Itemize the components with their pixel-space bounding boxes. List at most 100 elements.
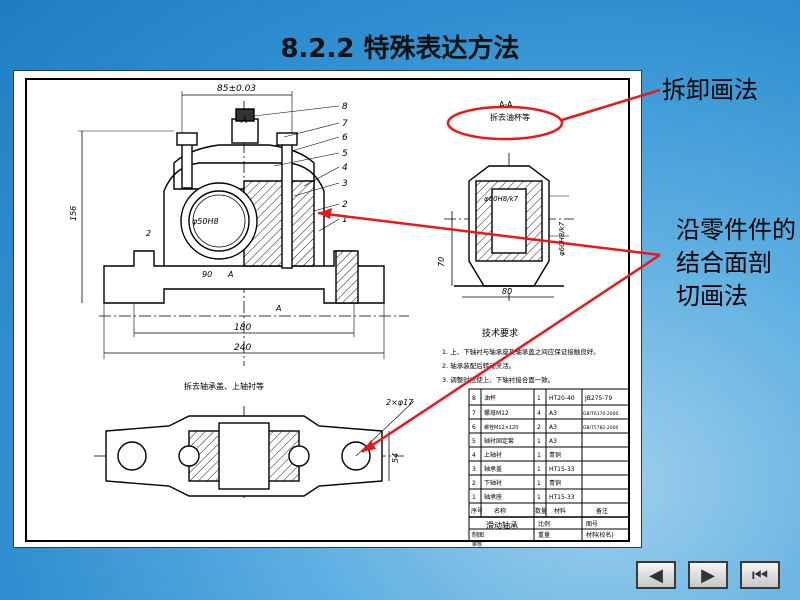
slide-title: 8.2.2 特殊表达方法 [280,34,520,64]
svg-text:螺母M12: 螺母M12 [484,409,509,417]
fit-label-1: φ60H8/k7 [484,195,519,203]
svg-text:图号: 图号 [586,521,598,528]
tech-req-title: 技术要求 [482,327,518,339]
front-view [78,91,409,366]
svg-text:材料: 材料 [586,531,598,539]
balloon-8: 1 [342,215,348,225]
svg-text:6: 6 [472,424,476,431]
label-section-line-2: 结合面剖 [676,249,772,277]
svg-text:A3: A3 [549,438,557,445]
drawing-frame [25,78,630,542]
dim-top-width: 85±0.03 [217,84,256,94]
svg-text:数量: 数量 [535,507,547,515]
title-block: 滑动轴承 比例 重量 图号 材料 制图 (校名) 审核 [472,520,614,547]
dim-70: 70 [437,257,446,267]
svg-text:1: 1 [537,438,541,445]
balloon-3: 6 [342,133,348,143]
svg-text:GB/T5782-2000: GB/T5782-2000 [583,425,619,431]
dim-180: 180 [234,323,251,333]
svg-text:轴承盖: 轴承盖 [484,465,502,473]
balloon-2: 7 [342,119,348,129]
letter-a-bottom: A [275,304,281,313]
svg-text:1: 1 [472,494,476,501]
arrow-head-icon [318,208,332,219]
svg-text:HT20-40: HT20-40 [549,395,575,402]
svg-text:1: 1 [537,452,541,459]
svg-text:上轴衬: 上轴衬 [484,451,502,459]
parts-table [468,388,630,542]
dim-small-2: 2 [146,229,151,238]
balloon-5: 4 [342,163,348,173]
svg-text:GB/T6170-2000: GB/T6170-2000 [583,411,619,417]
svg-text:5: 5 [472,438,476,445]
balloon-1: 8 [342,102,348,112]
tech-req-1: 1. 上、下轴衬与轴承座及轴承盖之间应保证接触良好。 [442,347,600,356]
technical-drawing: 85±0.03 A φ50H8 156 2 90 A A 180 240 8 7… [13,70,642,548]
label-section-line-3: 切画法 [676,282,748,310]
svg-text:7: 7 [472,410,476,417]
svg-text:(校名): (校名) [597,531,614,539]
svg-text:轴衬固定套: 轴衬固定套 [484,437,514,445]
svg-text:制图: 制图 [472,531,484,539]
svg-text:8: 8 [472,395,476,402]
table-rows: 8 油杯 1 HT20-40 JB275-79 7 螺母M12 4 A3 GB/… [471,394,619,515]
annotation-arrow-1 [317,211,661,257]
svg-text:序号: 序号 [471,507,483,515]
svg-text:滑动轴承: 滑动轴承 [486,520,518,530]
svg-text:HT15-33: HT15-33 [549,466,575,473]
balloon-4: 5 [342,149,348,159]
svg-text:A3: A3 [549,410,557,417]
svg-text:4: 4 [472,452,476,459]
svg-text:1: 1 [537,395,541,402]
annotation-ellipse [446,105,564,141]
end-icon: ⏮ [751,564,769,586]
svg-text:材料: 材料 [554,507,566,515]
svg-text:下轴衬: 下轴衬 [484,479,502,487]
dim-240: 240 [234,343,251,353]
svg-text:比例: 比例 [538,520,550,528]
section-label: A-A [499,100,513,109]
letter-a-mid: A [227,270,233,279]
svg-text:JB275-79: JB275-79 [584,395,612,402]
side-view-caption: 拆去油杯等 [490,112,530,122]
next-button[interactable]: ▶ [688,561,728,589]
svg-text:1: 1 [537,466,541,473]
svg-text:1: 1 [537,494,541,501]
svg-text:螺栓M12×120: 螺栓M12×120 [484,424,518,431]
svg-text:重量: 重量 [538,531,550,539]
tech-req-2: 2. 轴承装配后转动灵活。 [442,361,515,370]
plan-view [94,400,415,501]
letter-a-top: A [240,116,247,126]
svg-text:青铜: 青铜 [549,451,561,459]
dim-90: 90 [202,270,212,279]
arrow-head-icon [362,440,376,452]
next-icon: ▶ [701,564,715,586]
tech-req-3: 3. 调整时应使上、下轴衬接合面一致。 [442,375,554,384]
annotation-arrow-2 [361,253,661,454]
side-view [444,153,574,301]
balloon-6: 3 [342,179,348,189]
svg-text:2: 2 [472,480,476,487]
svg-text:1: 1 [537,480,541,487]
svg-text:A3: A3 [549,424,557,431]
prev-button[interactable]: ◀ [636,561,676,589]
dim-bore: φ50H8 [192,217,219,226]
plan-view-caption: 拆去轴承盖、上轴衬等 [184,381,264,391]
dim-54: 54 [391,453,400,463]
svg-text:2: 2 [537,424,541,431]
svg-text:4: 4 [537,410,541,417]
fit-label-2: φ60H8/k7 [558,221,566,256]
svg-text:油杯: 油杯 [484,394,496,402]
svg-text:名称: 名称 [494,507,506,515]
balloon-7: 2 [342,200,348,210]
drawing-svg: 85±0.03 A φ50H8 156 2 90 A A 180 240 8 7… [25,78,630,547]
svg-text:3: 3 [472,466,476,473]
prev-icon: ◀ [649,564,663,586]
dim-80: 80 [502,287,512,296]
label-disassembly: 拆卸画法 [662,76,758,104]
svg-text:青铜: 青铜 [549,479,561,487]
end-button[interactable]: ⏮ [740,561,780,589]
svg-text:HT15-33: HT15-33 [549,494,575,501]
svg-text:审核: 审核 [472,541,482,547]
